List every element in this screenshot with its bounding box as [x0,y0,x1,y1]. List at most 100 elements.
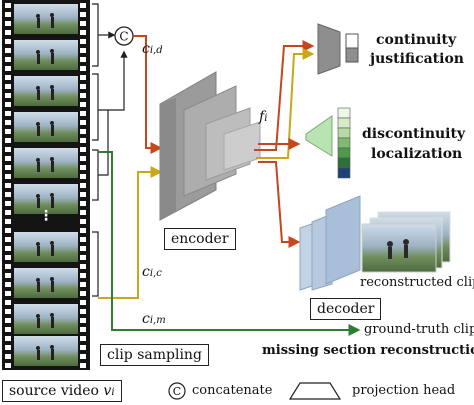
sprocket-hole [5,39,11,44]
sprocket-hole [80,291,86,296]
sprocket-hole [80,210,86,215]
sprocket-hole [80,300,86,305]
sprocket-hole [5,354,11,359]
label-cid: ci,d [142,41,163,57]
video-frame [14,148,78,178]
sprocket-hole [5,66,11,71]
discontinuity-bar-cell [337,127,351,139]
sprocket-hole [80,228,86,233]
sprocket-hole [80,30,86,35]
sprocket-hole [5,192,11,197]
label-fi: fi [259,109,268,125]
arrow-cic-to-encoder [98,166,163,299]
sprocket-hole [5,246,11,251]
video-frame [14,4,78,34]
sprocket-hole [5,102,11,107]
discontinuity-bar-cell [337,117,351,129]
sprocket-hole [80,66,86,71]
bracket-connector [98,109,109,176]
sprocket-hole [80,237,86,242]
discontinuity-label-line2: localization [371,146,463,162]
continuity-projection-head [317,23,341,75]
discontinuity-label-line1: discontinuity [362,126,466,142]
legend-projection-label: projection head [352,383,456,398]
sprocket-hole [5,345,11,350]
sprocket-hole [5,48,11,53]
arrow-enc-to-continuity-red [254,40,315,151]
label-cim: ci,m [142,311,166,327]
sprocket-hole [5,111,11,116]
sprocket-hole [5,228,11,233]
sprocket-hole [5,156,11,161]
sprocket-hole [5,291,11,296]
continuity-bar-top [345,33,359,49]
sprocket-hole [5,183,11,188]
video-frame [14,112,78,142]
sprocket-hole [80,48,86,53]
arrow-to-concat-bottom [108,50,128,111]
discontinuity-bar-cell [337,157,351,169]
sprocket-hole [5,336,11,341]
clip-sampling-label: clip sampling [100,344,209,366]
label-cic: ci,c [142,264,162,280]
film-sprockets-right [80,3,86,368]
sprocket-hole [5,309,11,314]
source-video-label: source video vi [2,380,122,402]
video-frames [14,4,78,366]
sprocket-hole [80,147,86,152]
video-frame [14,304,78,334]
sprocket-hole [5,210,11,215]
sprocket-hole [5,255,11,260]
video-frame [14,76,78,106]
video-frame [14,232,78,262]
bracket-clip-d-mid [92,149,99,201]
bracket-clip-d-top [92,3,99,67]
sprocket-hole [80,318,86,323]
sprocket-hole [5,327,11,332]
source-video-film-strip: ⋮ [2,0,90,370]
sprocket-hole [5,237,11,242]
sprocket-hole [5,21,11,26]
sprocket-hole [80,336,86,341]
reconstructed-clip-image [361,211,451,273]
sprocket-hole [80,129,86,134]
sprocket-hole [5,273,11,278]
legend-concatenate-symbol: C [173,385,181,398]
sprocket-hole [80,12,86,17]
sprocket-hole [5,84,11,89]
video-frame [14,184,78,214]
discontinuity-projection-head [305,115,333,157]
video-frame [14,40,78,70]
arrow-enc-to-continuity-yellow [256,48,315,159]
arrow-cim-to-groundtruth [98,151,361,336]
arrow-enc-to-decoder [258,161,301,248]
sprocket-hole [5,3,11,8]
sprocket-hole [5,318,11,323]
sprocket-hole [5,75,11,80]
sprocket-hole [5,264,11,269]
legend-concatenate-icon [168,382,186,400]
sprocket-hole [80,57,86,62]
frames-ellipsis: ⋮ [39,208,53,224]
arrow-cid-to-encoder [133,35,163,154]
sprocket-hole [80,354,86,359]
discontinuity-score-bar [337,107,351,179]
sprocket-hole [80,21,86,26]
sprocket-hole [5,363,11,368]
sprocket-hole [80,264,86,269]
continuity-label-line1: continuity [376,32,457,48]
sprocket-hole [80,93,86,98]
sprocket-hole [80,102,86,107]
sprocket-hole [5,30,11,35]
sprocket-hole [80,309,86,314]
encoder-block [159,71,261,221]
sprocket-hole [5,138,11,143]
sprocket-hole [5,174,11,179]
discontinuity-bar-cell [337,107,351,119]
reconstructed-clip-label: reconstructed clip [360,275,474,290]
legend-concatenate-label: concatenate [192,383,273,398]
ground-truth-clip-label: ground-truth clip [364,322,474,337]
sprocket-hole [80,201,86,206]
clip-brackets [92,3,99,297]
